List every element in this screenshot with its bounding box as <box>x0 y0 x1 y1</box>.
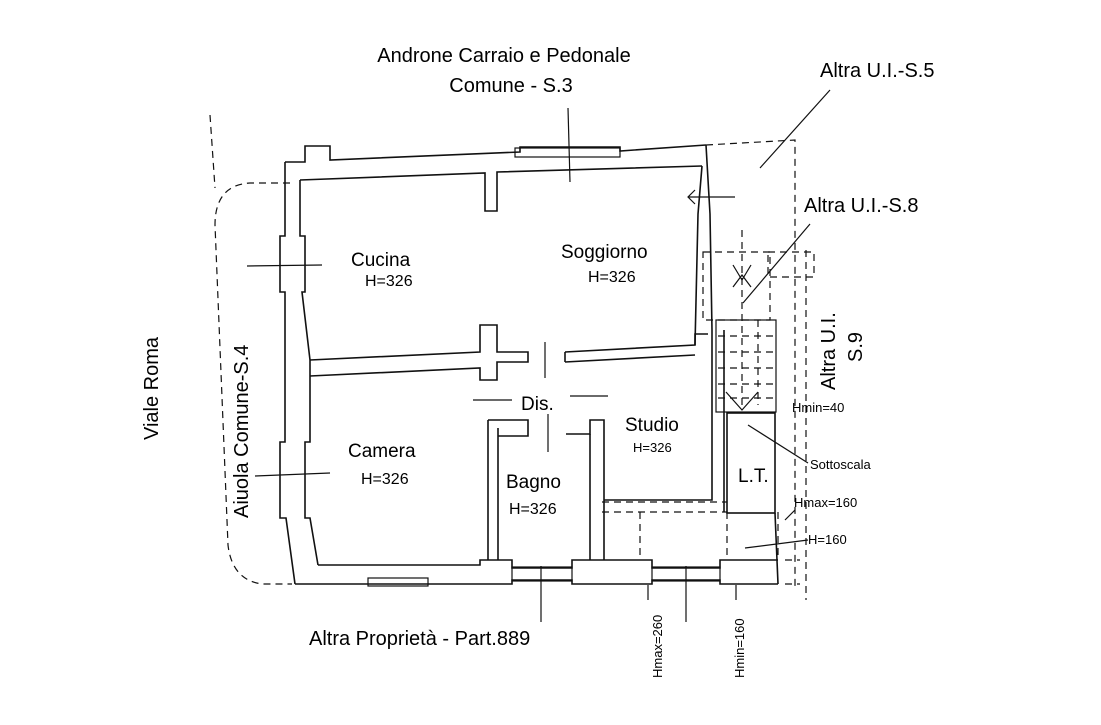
corridor-label-line1: Androne Carraio e Pedonale <box>377 45 631 67</box>
h160-annotation: H=160 <box>808 532 847 547</box>
south-property-label: Altra Proprietà - Part.889 <box>309 628 530 650</box>
hmax160-annotation: Hmax=160 <box>794 495 857 510</box>
room-cucina-name: Cucina <box>351 250 411 271</box>
hmin160-annotation: Hmin=160 <box>732 618 747 678</box>
outer-walls <box>279 144 778 585</box>
room-soggiorno-name: Soggiorno <box>561 242 648 263</box>
sottoscala-annotation: Sottoscala <box>810 457 871 472</box>
neighbor-s5-label: Altra U.I.-S.5 <box>820 60 934 82</box>
neighbor-s9-label-line1: Altra U.I. <box>818 312 840 390</box>
room-bagno-height: H=326 <box>509 501 557 518</box>
flowerbed-label: Aiuola Comune-S.4 <box>231 345 253 518</box>
hmin40-annotation: Hmin=40 <box>792 400 844 415</box>
hmax260-annotation: Hmax=260 <box>650 615 665 678</box>
neighbor-s8-label: Altra U.I.-S.8 <box>804 195 918 217</box>
room-cucina-height: H=326 <box>365 273 413 290</box>
windows <box>367 147 721 587</box>
corridor-label-line2: Comune - S.3 <box>449 75 572 97</box>
flowerbed-outline <box>214 182 292 585</box>
street-edge-line <box>209 114 216 189</box>
staircase <box>687 189 777 413</box>
room-bagno-name: Bagno <box>506 472 561 493</box>
room-lt-name: L.T. <box>738 466 769 487</box>
room-studio-height: H=326 <box>633 440 672 455</box>
room-studio-name: Studio <box>625 415 679 436</box>
leader-lines <box>246 89 831 622</box>
room-camera-height: H=326 <box>361 471 409 488</box>
room-camera-name: Camera <box>348 441 416 462</box>
room-dis-name: Dis. <box>521 394 554 415</box>
room-soggiorno-height: H=326 <box>588 269 636 286</box>
interior-walls <box>309 324 779 585</box>
neighbor-s9-label-line2: S.9 <box>845 332 867 362</box>
dashed-features <box>602 139 815 600</box>
street-label: Viale Roma <box>141 336 163 440</box>
